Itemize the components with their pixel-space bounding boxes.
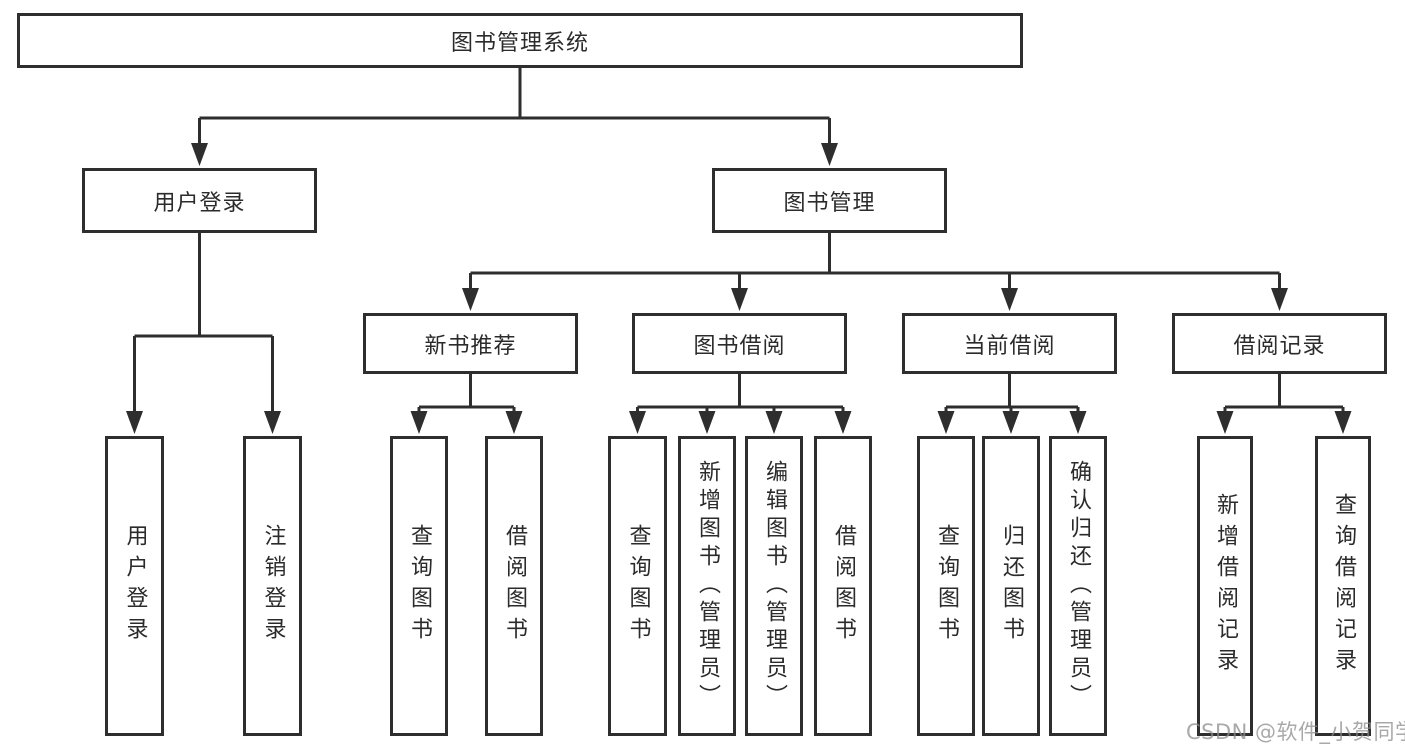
node-query-borrow-record: 查询借阅记录 <box>1315 436 1371 736</box>
node-library-system: 图书管理系统 <box>17 13 1023 68</box>
node-borrow-books: 借阅图书 <box>814 436 872 736</box>
node-label: 查询图书 <box>934 524 959 648</box>
node-label: 图书借阅 <box>693 333 786 359</box>
node-book-management: 图书管理 <box>712 168 947 233</box>
arrowhead-icon <box>698 411 716 434</box>
node-borrow-books-recommend: 借阅图书 <box>485 436 543 736</box>
node-return-books: 归还图书 <box>982 436 1040 736</box>
node-book-borrow: 图书借阅 <box>632 313 847 374</box>
arrowhead-icon <box>1069 411 1087 434</box>
arrowhead-icon <box>505 411 523 434</box>
arrowhead-icon <box>1271 288 1288 311</box>
node-label: 借阅记录 <box>1233 333 1326 359</box>
node-label: 新增借阅记录 <box>1213 493 1238 679</box>
node-label: 当前借阅 <box>963 333 1056 359</box>
arrowhead-icon <box>731 288 748 311</box>
node-label: 查询图书 <box>407 524 432 648</box>
node-borrow-records: 借阅记录 <box>1172 313 1387 374</box>
node-add-books-admin: 新增图书（管理员） <box>678 436 736 736</box>
node-label: 借阅图书 <box>831 524 856 648</box>
node-query-books-recommend: 查询图书 <box>390 436 448 736</box>
arrowhead-icon <box>126 411 143 434</box>
node-label: 用户登录 <box>122 524 148 648</box>
node-new-book-recommend: 新书推荐 <box>363 313 578 374</box>
arrowhead-icon <box>1334 411 1352 434</box>
node-label: 用户登录 <box>153 190 246 216</box>
arrowhead-icon <box>765 411 783 434</box>
node-label: 归还图书 <box>999 524 1024 648</box>
node-user-login: 用户登录 <box>82 168 317 233</box>
arrowhead-icon <box>629 411 646 434</box>
node-label: 查询图书 <box>625 524 651 648</box>
node-label: 新书推荐 <box>424 333 517 359</box>
node-query-books-borrow: 查询图书 <box>608 436 667 736</box>
node-label: 编辑图书（管理员） <box>762 460 787 712</box>
node-label: 借阅图书 <box>502 524 527 648</box>
arrowhead-icon <box>191 143 208 166</box>
arrowhead-icon <box>1216 411 1234 434</box>
node-label: 注销登录 <box>260 524 286 648</box>
arrowhead-icon <box>821 143 838 166</box>
arrowhead-icon <box>410 411 428 434</box>
arrowhead-icon <box>1002 411 1020 434</box>
node-confirm-return-admin: 确认归还（管理员） <box>1049 436 1107 736</box>
node-user-login-action: 用户登录 <box>105 436 164 736</box>
arrowhead-icon <box>1001 288 1018 311</box>
arrowhead-icon <box>264 411 281 434</box>
node-label: 查询借阅记录 <box>1331 493 1356 679</box>
node-current-borrow: 当前借阅 <box>902 313 1117 374</box>
node-label: 新增图书（管理员） <box>695 460 720 712</box>
node-label: 图书管理 <box>783 190 876 216</box>
arrowhead-icon <box>462 288 479 311</box>
arrowhead-icon <box>834 411 852 434</box>
node-query-books-current: 查询图书 <box>917 436 975 736</box>
node-label: 确认归还（管理员） <box>1066 460 1091 712</box>
node-logout: 注销登录 <box>243 436 302 736</box>
node-label: 图书管理系统 <box>450 30 589 56</box>
node-edit-books-admin: 编辑图书（管理员） <box>745 436 803 736</box>
arrowhead-icon <box>937 411 955 434</box>
csdn-watermark: CSDN @软件_小贺同学 <box>1186 720 1405 744</box>
node-add-borrow-record: 新增借阅记录 <box>1197 436 1253 736</box>
